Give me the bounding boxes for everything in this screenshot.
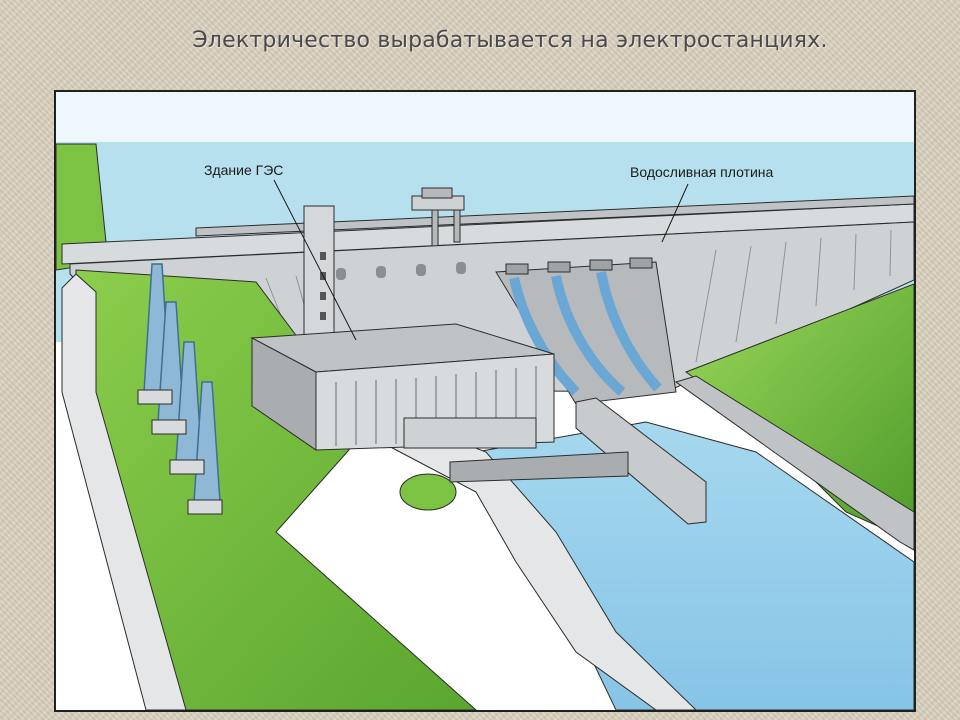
sky (56, 92, 914, 142)
gantry-crane (411, 187, 465, 247)
right-retaining-wall (674, 375, 914, 551)
tailrace-outlets (449, 451, 629, 483)
building-leader-line (273, 179, 357, 341)
pylon-bases (137, 389, 223, 515)
spillway-leader-line (661, 183, 689, 243)
dam-crest (61, 203, 914, 265)
left-access-road (61, 273, 187, 710)
hydro-plant-illustration (56, 92, 914, 710)
divider-wall (575, 397, 707, 525)
power-house-building (250, 323, 555, 451)
dam-arch-windows (336, 262, 466, 280)
control-tower (303, 205, 335, 347)
building-label: Здание ГЭС (204, 162, 284, 178)
road-island (399, 473, 457, 511)
dam-crest-top (195, 195, 914, 237)
hydro-plant-diagram: Здание ГЭС Водосливная плотина (54, 90, 916, 712)
slide-title: Электричество вырабатывается на электрос… (192, 28, 828, 53)
spillway-label: Водосливная плотина (630, 164, 774, 180)
